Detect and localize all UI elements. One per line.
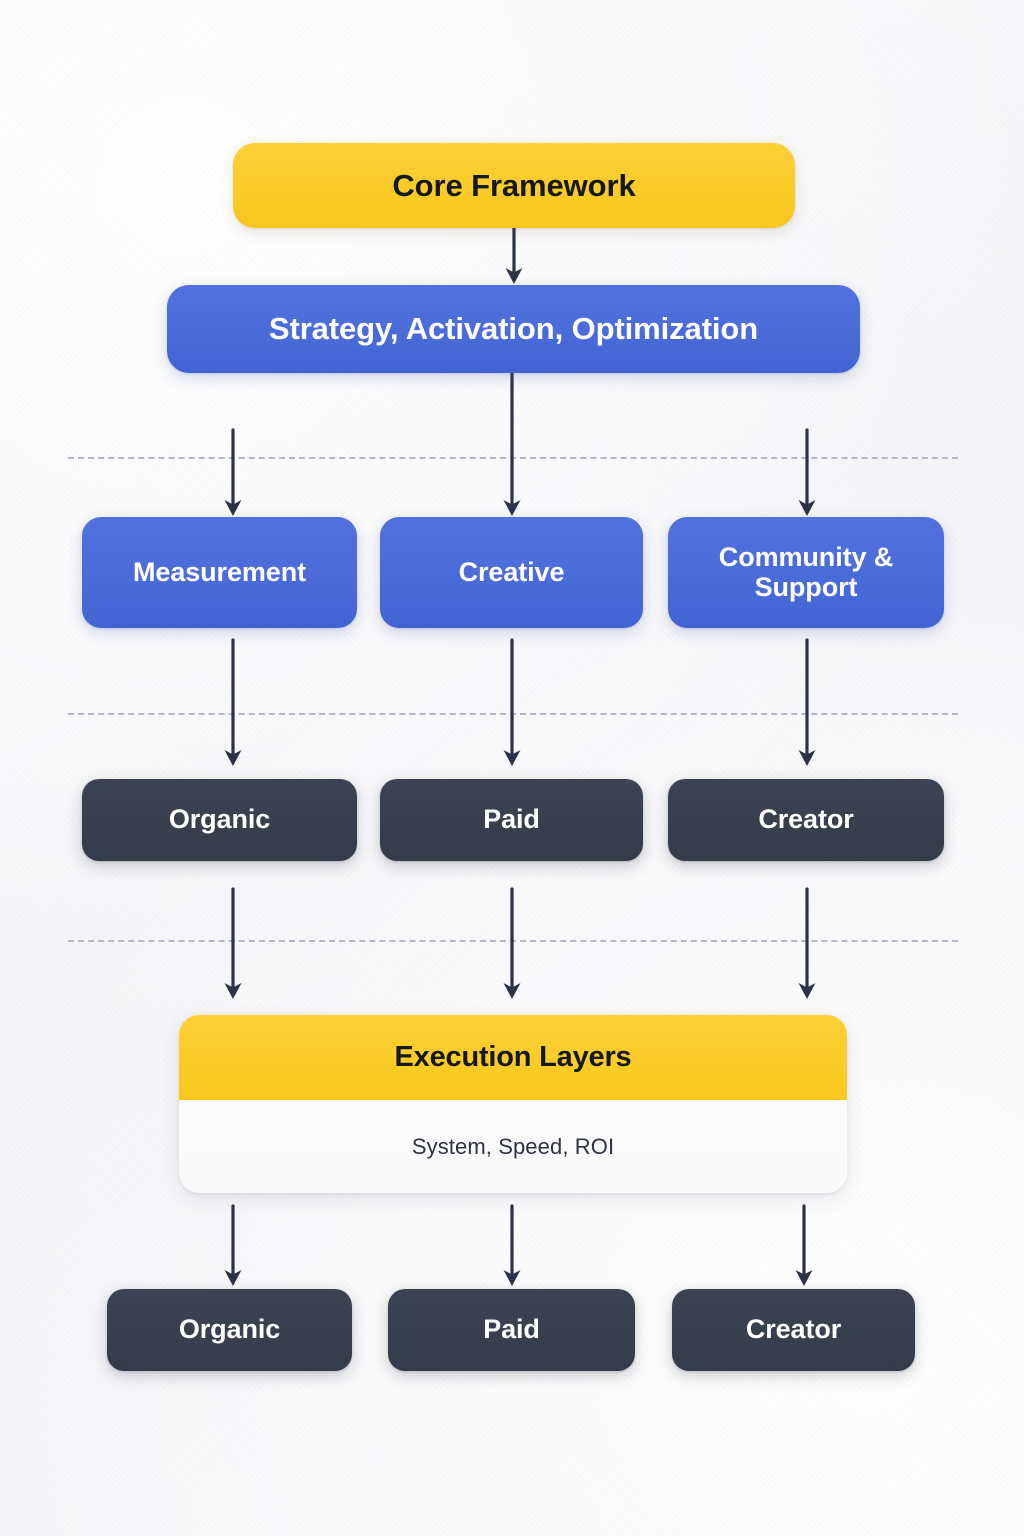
node-output-organic-label: Organic: [178, 1314, 281, 1345]
card-execution-layers-header: Execution Layers: [179, 1015, 847, 1100]
node-capability-creative[interactable]: Creative: [380, 517, 643, 628]
arrow-creative-to-paid: [492, 638, 532, 768]
arrow-measurement-to-organic: [213, 638, 253, 768]
node-core-framework-label: Core Framework: [392, 167, 636, 203]
node-pillars-label: Strategy, Activation, Optimization: [268, 311, 759, 347]
arrow-pillars-to-community: [787, 428, 827, 518]
arrow-community-to-creator: [787, 638, 827, 768]
node-channel-paid-label: Paid: [483, 804, 540, 835]
node-channel-paid[interactable]: Paid: [380, 779, 643, 861]
arrow-organic-to-execution: [213, 887, 253, 1001]
node-channel-organic[interactable]: Organic: [82, 779, 357, 861]
node-output-creator[interactable]: Creator: [672, 1289, 915, 1371]
card-execution-layers[interactable]: Execution Layers System, Speed, ROI: [179, 1015, 847, 1193]
node-core-framework[interactable]: Core Framework: [233, 143, 795, 228]
node-pillars[interactable]: Strategy, Activation, Optimization: [167, 285, 860, 373]
card-execution-layers-subtitle: System, Speed, ROI: [411, 1133, 615, 1159]
card-execution-layers-body: System, Speed, ROI: [179, 1100, 847, 1193]
arrow-execution-to-paid: [492, 1204, 532, 1288]
node-channel-creator[interactable]: Creator: [668, 779, 944, 861]
node-output-creator-label: Creator: [745, 1314, 842, 1345]
arrow-core-to-pillars: [494, 226, 534, 286]
node-output-paid[interactable]: Paid: [388, 1289, 635, 1371]
node-capability-measurement[interactable]: Measurement: [82, 517, 357, 628]
node-capability-creative-label: Creative: [458, 556, 565, 587]
arrow-execution-to-creator: [784, 1204, 824, 1288]
node-output-paid-label: Paid: [483, 1314, 540, 1345]
node-channel-creator-label: Creator: [758, 804, 854, 835]
arrow-creator-to-execution: [787, 887, 827, 1001]
node-capability-community-support[interactable]: Community & Support: [668, 517, 944, 628]
arrow-pillars-to-creative: [492, 371, 532, 518]
node-capability-measurement-label: Measurement: [133, 556, 306, 587]
node-output-organic[interactable]: Organic: [107, 1289, 352, 1371]
node-channel-organic-label: Organic: [168, 804, 271, 835]
node-capability-community-support-label: Community & Support: [718, 542, 894, 602]
arrow-execution-to-organic: [213, 1204, 253, 1288]
arrow-paid-to-execution: [492, 887, 532, 1001]
card-execution-layers-title: Execution Layers: [394, 1041, 632, 1073]
arrow-pillars-to-measurement: [213, 428, 253, 518]
